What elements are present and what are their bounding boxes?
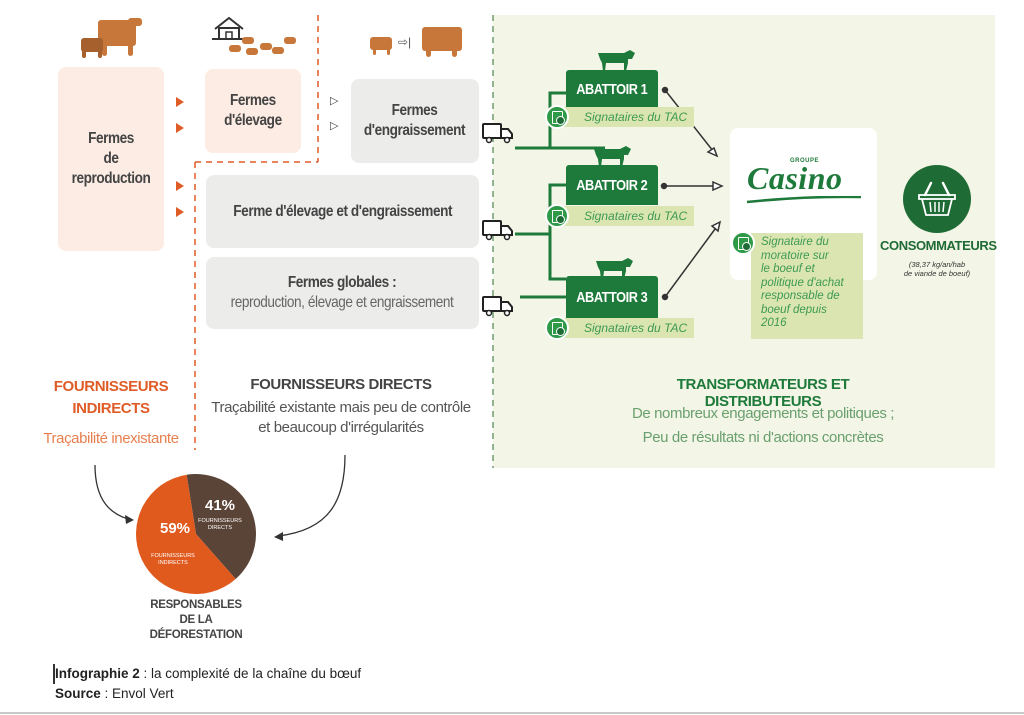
barn-with-calves-icon (212, 15, 302, 60)
fermes-reproduction-line2: de reproduction (71, 150, 151, 187)
casino-note-line: le boeuf et (761, 263, 815, 275)
pie-indirects-pct: 59% (159, 520, 191, 537)
truck-icon (482, 296, 513, 317)
calf-to-cow-icon: ⇨| (370, 25, 465, 60)
pie-indirects-label-line: INDIRECTS (158, 560, 188, 566)
abattoir-3: ABATTOIR 3 (566, 276, 658, 318)
caption-label: Infographie 2 (55, 666, 140, 681)
casino-logo: GROUPE Casino (745, 158, 865, 208)
abattoir-1-signataire: Signataires du TAC (554, 107, 694, 127)
abattoir-3-signataire-text: Signataires du TAC (584, 321, 688, 335)
transformateurs-title: TRANSFORMATEURS ET DISTRIBUTEURS (676, 376, 850, 410)
transformateurs-sub-line: Peu de résultats ni d'actions concrètes (642, 429, 884, 446)
directs-title: FOURNISSEURS DIRECTS (250, 376, 432, 393)
caption-line-2: Source : Envol Vert (55, 686, 174, 701)
fermes-elevage-box: Fermes d'élevage (205, 69, 301, 153)
consommateurs-title: CONSOMMATEURS (880, 238, 997, 253)
fermes-reproduction-box: Fermes de reproduction (58, 67, 164, 251)
indirects-title-line: FOURNISSEURS (53, 378, 169, 395)
fermes-elevage-line1: Fermes (230, 92, 276, 109)
deforestation-pie (135, 474, 256, 594)
abattoir-1: ABATTOIR 1 (566, 70, 658, 108)
fermes-reproduction-line1: Fermes (88, 130, 134, 147)
caption-text: : la complexité de la chaîne du bœuf (139, 666, 362, 681)
arrow-indirects-to-pie (94, 464, 133, 521)
abattoir-1-label: ABATTOIR 1 (576, 80, 648, 98)
fermes-engraissement-box: Fermes d'engraissement (351, 79, 479, 163)
cow-cuts-icon (596, 258, 633, 279)
directs-sub-line: et beaucoup d'irrégularités (258, 419, 424, 436)
abattoir-3-signataire: Signataires du TAC (554, 318, 694, 338)
abattoir-2-label: ABATTOIR 2 (576, 176, 648, 194)
arrow-right-icon (176, 97, 184, 107)
pie-directs-pct: 41% (204, 497, 236, 514)
casino-logo-groupe: GROUPE (790, 158, 820, 164)
text-cursor (53, 664, 55, 684)
certificate-badge-icon (545, 204, 569, 228)
abattoir-3-label: ABATTOIR 3 (576, 288, 648, 306)
abattoir-1-signataire-text: Signataires du TAC (584, 110, 688, 124)
fermes-engraissement-line2: d'engraissement (364, 122, 466, 139)
indirects-title-line: INDIRECTS (72, 400, 150, 417)
abattoir-2: ABATTOIR 2 (566, 165, 658, 205)
casino-note-line: 2016 (761, 317, 787, 329)
cow-cuts-icon (594, 146, 631, 167)
fermes-engraissement-line1: Fermes (392, 102, 438, 119)
consommateurs-sub-line: (38,37 kg/an/hab (908, 260, 966, 269)
abattoir-2-signataire-text: Signataires du TAC (584, 209, 688, 223)
pie-slice-indirects (135, 474, 236, 594)
indirects-sub: Traçabilité inexistante (43, 430, 179, 447)
source-label: Source (55, 686, 101, 701)
pie-title-line: RESPONSABLES (150, 599, 242, 611)
pie-directs-label-line: FOURNISSEURS (198, 518, 242, 524)
pie-directs-label: FOURNISSEURS DIRECTS (195, 518, 245, 532)
casino-note-line: responsable de (761, 290, 840, 302)
transformateurs-sub-line: De nombreux engagements et politiques ; (631, 405, 895, 422)
casino-logo-name: Casino (747, 160, 843, 196)
arrow-right-outline-icon: ▷ (330, 95, 339, 107)
fermes-globales-sub: reproduction, élevage et engraissement (231, 294, 454, 311)
casino-note-line: politique d'achat (761, 276, 844, 289)
fermes-globales-title: Fermes globales : (288, 274, 397, 291)
pie-directs-label-line: DIRECTS (207, 525, 233, 531)
indirects-title: FOURNISSEURS INDIRECTS (52, 376, 170, 420)
cow-and-calf-icon (78, 18, 143, 58)
fermes-elevage-line2: d'élevage (224, 112, 282, 129)
pie-title: RESPONSABLES DE LA DÉFORESTATION (140, 598, 252, 643)
casino-note-line: moratoire sur (761, 249, 829, 262)
casino-note-line: Signataire du (761, 236, 829, 248)
caption-line-1: Infographie 2 : la complexité de la chaî… (55, 666, 361, 681)
directs-sub: Traçabilité existante mais peu de contrô… (200, 398, 482, 438)
basket-icon (903, 165, 971, 233)
truck-icon (482, 220, 513, 241)
certificate-badge-icon (545, 105, 569, 129)
casino-note-line: boeuf depuis (761, 303, 827, 316)
consommateurs-sub: (38,37 kg/an/hab de viande de boeuf) (880, 260, 994, 278)
cow-cuts-icon (598, 50, 635, 71)
pie-slice-directs (186, 474, 256, 580)
consommateurs-sub-line: de viande de boeuf) (903, 269, 971, 278)
truck-icon (482, 123, 513, 144)
certificate-badge-icon (545, 316, 569, 340)
arrow-right-outline-icon: ▷ (330, 120, 339, 132)
fermes-globales-box: Fermes globales : reproduction, élevage … (206, 257, 479, 329)
ferme-elevage-engraissement-box: Ferme d'élevage et d'engraissement (206, 175, 479, 248)
transformateurs-sub: De nombreux engagements et politiques ; … (620, 402, 906, 450)
casino-note: Signataire du moratoire sur le boeuf et … (751, 233, 863, 339)
pie-title-line: DE LA DÉFORESTATION (149, 614, 243, 641)
arrow-right-icon (176, 123, 184, 133)
source-text: : Envol Vert (100, 686, 174, 701)
directs-sub-line: Traçabilité existante mais peu de contrô… (211, 399, 471, 416)
ferme-elevage-engraissement-label: Ferme d'élevage et d'engraissement (233, 202, 452, 220)
abattoir-2-signataire: Signataires du TAC (554, 206, 694, 226)
arrow-right-icon (176, 181, 184, 191)
arrow-directs-to-pie (277, 454, 346, 537)
pie-indirects-label: FOURNISSEURS INDIRECTS (142, 553, 204, 567)
pie-indirects-label-line: FOURNISSEURS (151, 553, 195, 559)
arrow-right-icon (176, 207, 184, 217)
certificate-badge-icon (731, 231, 755, 255)
